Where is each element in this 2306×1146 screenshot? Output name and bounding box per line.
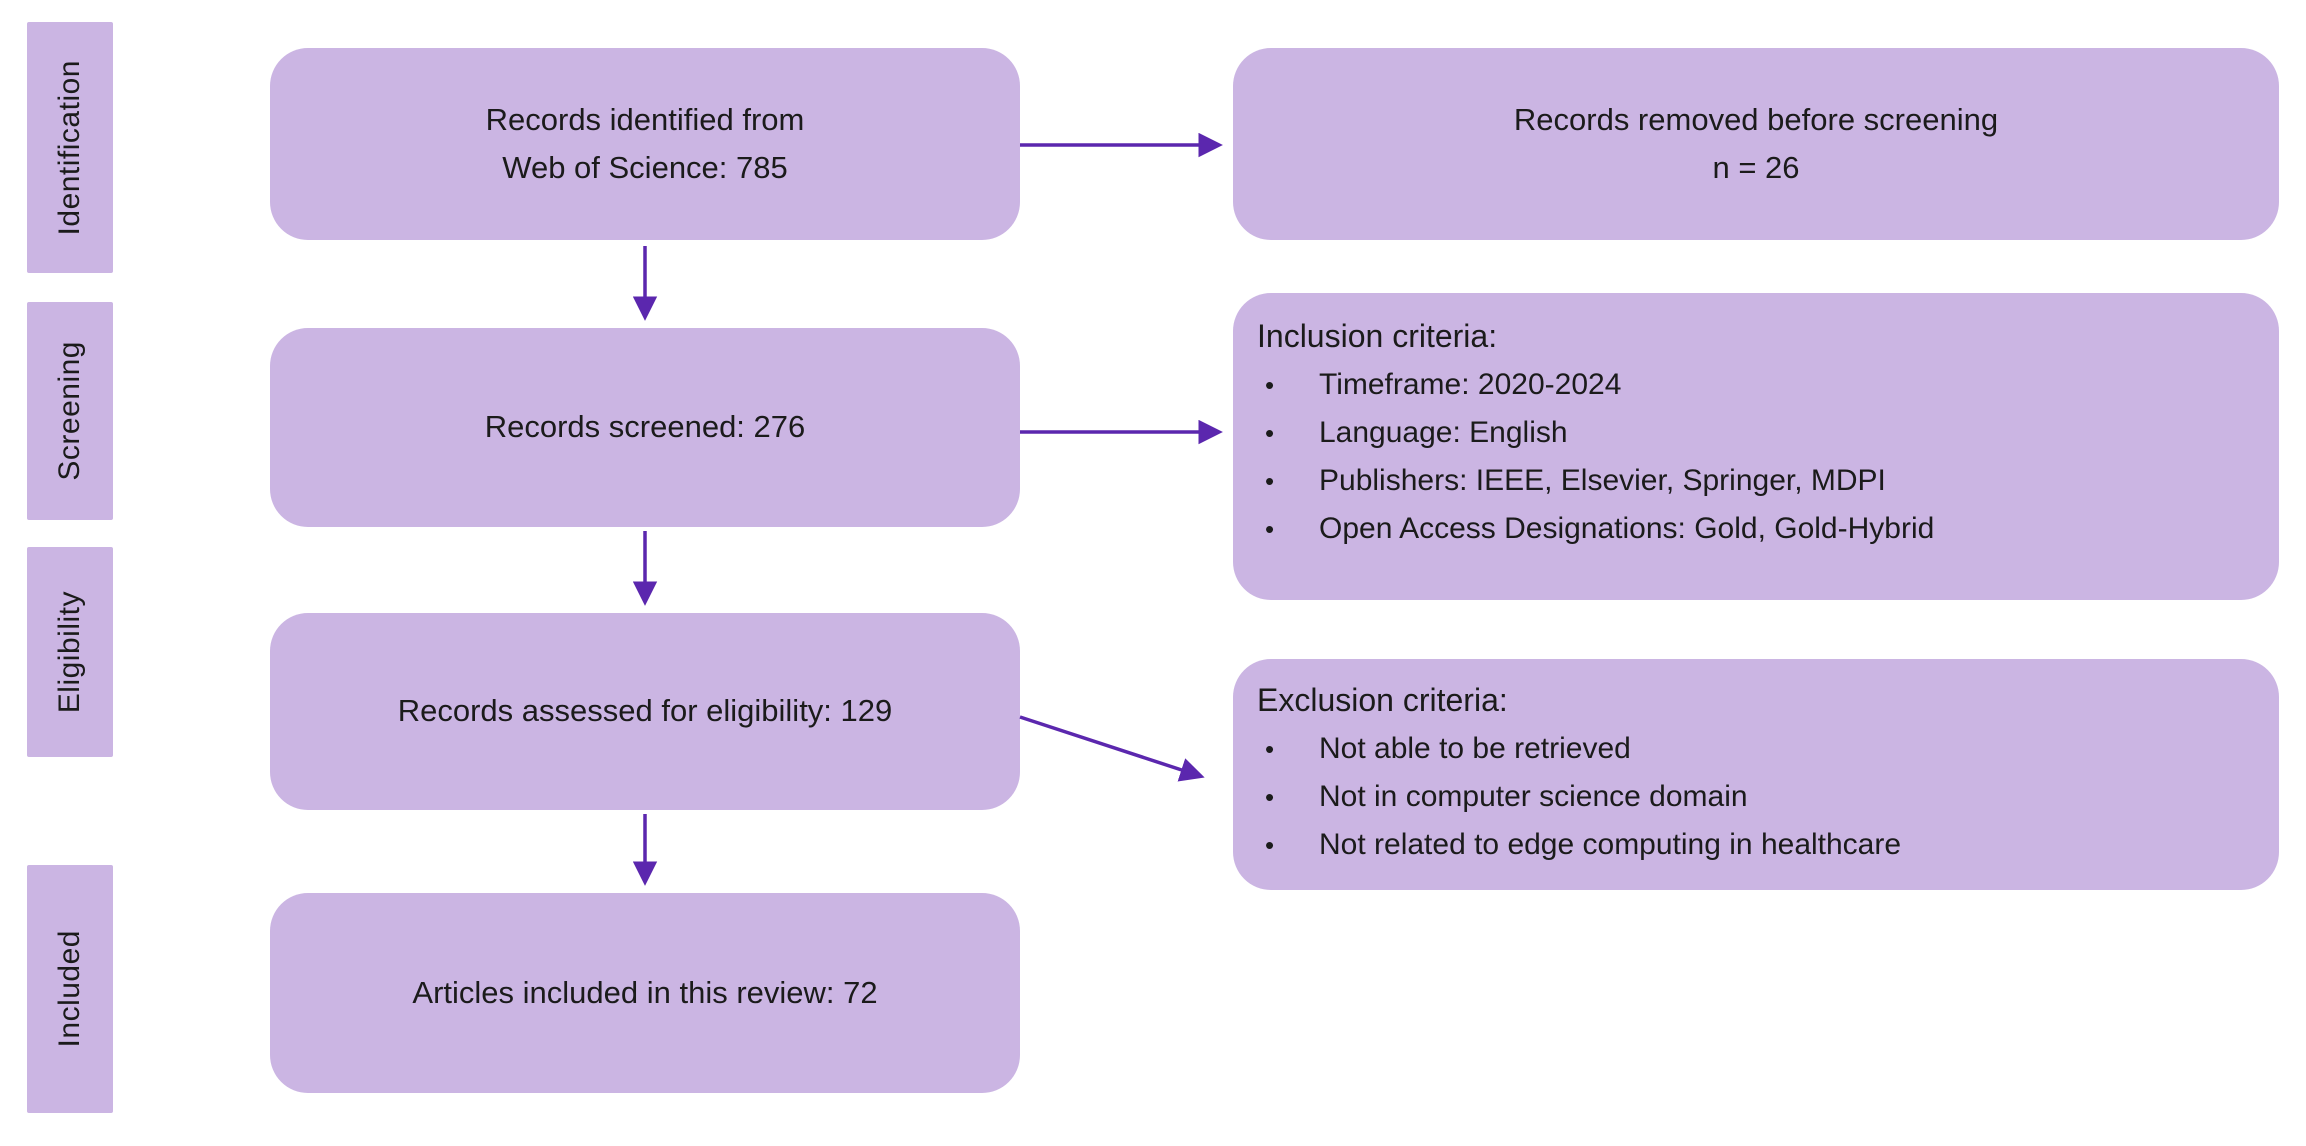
articles-included-label: Articles included in this review: 72 <box>412 974 878 1010</box>
bullet-icon: • <box>1265 514 1275 544</box>
records-screened-label: Records screened: 276 <box>484 409 806 445</box>
box-records-identified: Records identified from Web of Science: … <box>270 48 1020 240</box>
bullet-icon: • <box>1265 734 1275 764</box>
criteria-item: • Not in computer science domain <box>1257 773 2259 821</box>
bullet-icon: • <box>1265 830 1275 860</box>
stage-screening: Screening <box>27 302 113 520</box>
criteria-item: • Publishers: IEEE, Elsevier, Springer, M… <box>1257 457 2259 505</box>
stage-eligibility-label: Eligibility <box>53 590 86 714</box>
stage-included-label: Included <box>53 930 86 1048</box>
inclusion-criteria-title: Inclusion criteria: <box>1257 318 1498 354</box>
records-assessed-label: Records assessed for eligibility: 129 <box>397 693 893 729</box>
bullet-icon: • <box>1265 418 1275 448</box>
criteria-text: Not related to edge computing in healthc… <box>1319 828 1902 861</box>
records-removed-line1: Records removed before screening <box>1513 101 1999 137</box>
records-removed-line2: n = 26 <box>1712 150 1800 185</box>
stage-included: Included <box>27 865 113 1113</box>
box-exclusion-criteria: Exclusion criteria: • Not able to be retr… <box>1233 659 2279 890</box>
criteria-text: Publishers: IEEE, Elsevier, Springer, MD… <box>1319 464 1886 497</box>
criteria-text: Language: English <box>1319 416 1568 449</box>
stage-identification-label: Identification <box>53 59 86 236</box>
criteria-text: Open Access Designations: Gold, Gold-Hyb… <box>1319 512 1935 545</box>
exclusion-criteria-title: Exclusion criteria: <box>1257 682 1508 718</box>
criteria-item: • Language: English <box>1257 409 2259 457</box>
box-inclusion-criteria: Inclusion criteria: • Timeframe: 2020-202… <box>1233 293 2279 600</box>
criteria-text: Timeframe: 2020-2024 <box>1319 368 1622 401</box>
exclusion-criteria-list: • Not able to be retrieved • Not in compute… <box>1257 725 2259 869</box>
box-records-screened: Records screened: 276 <box>270 328 1020 527</box>
stage-identification: Identification <box>27 22 113 273</box>
bullet-icon: • <box>1265 782 1275 812</box>
box-records-assessed: Records assessed for eligibility: 129 <box>270 613 1020 810</box>
records-identified-line2: Web of Science: 785 <box>502 150 788 185</box>
criteria-item: • Not related to edge computing in health… <box>1257 821 2259 869</box>
arrow-assessed-to-exclusion <box>1019 715 1205 782</box>
box-articles-included: Articles included in this review: 72 <box>270 893 1020 1093</box>
criteria-item: • Open Access Designations: Gold, Gold-Hy… <box>1257 505 2259 553</box>
bullet-icon: • <box>1265 466 1275 496</box>
stage-screening-label: Screening <box>53 341 86 481</box>
stage-eligibility: Eligibility <box>27 547 113 757</box>
box-records-removed: Records removed before screening n = 26 <box>1233 48 2279 240</box>
criteria-item: • Not able to be retrieved <box>1257 725 2259 773</box>
criteria-text: Not in computer science domain <box>1319 780 1748 813</box>
bullet-icon: • <box>1265 370 1275 400</box>
criteria-text: Not able to be retrieved <box>1319 732 1631 765</box>
criteria-item: • Timeframe: 2020-2024 <box>1257 361 2259 409</box>
inclusion-criteria-list: •Timeframe: 2020-2024•Language: English•… <box>1257 361 2259 553</box>
records-identified-line1: Records identified from <box>485 101 805 137</box>
